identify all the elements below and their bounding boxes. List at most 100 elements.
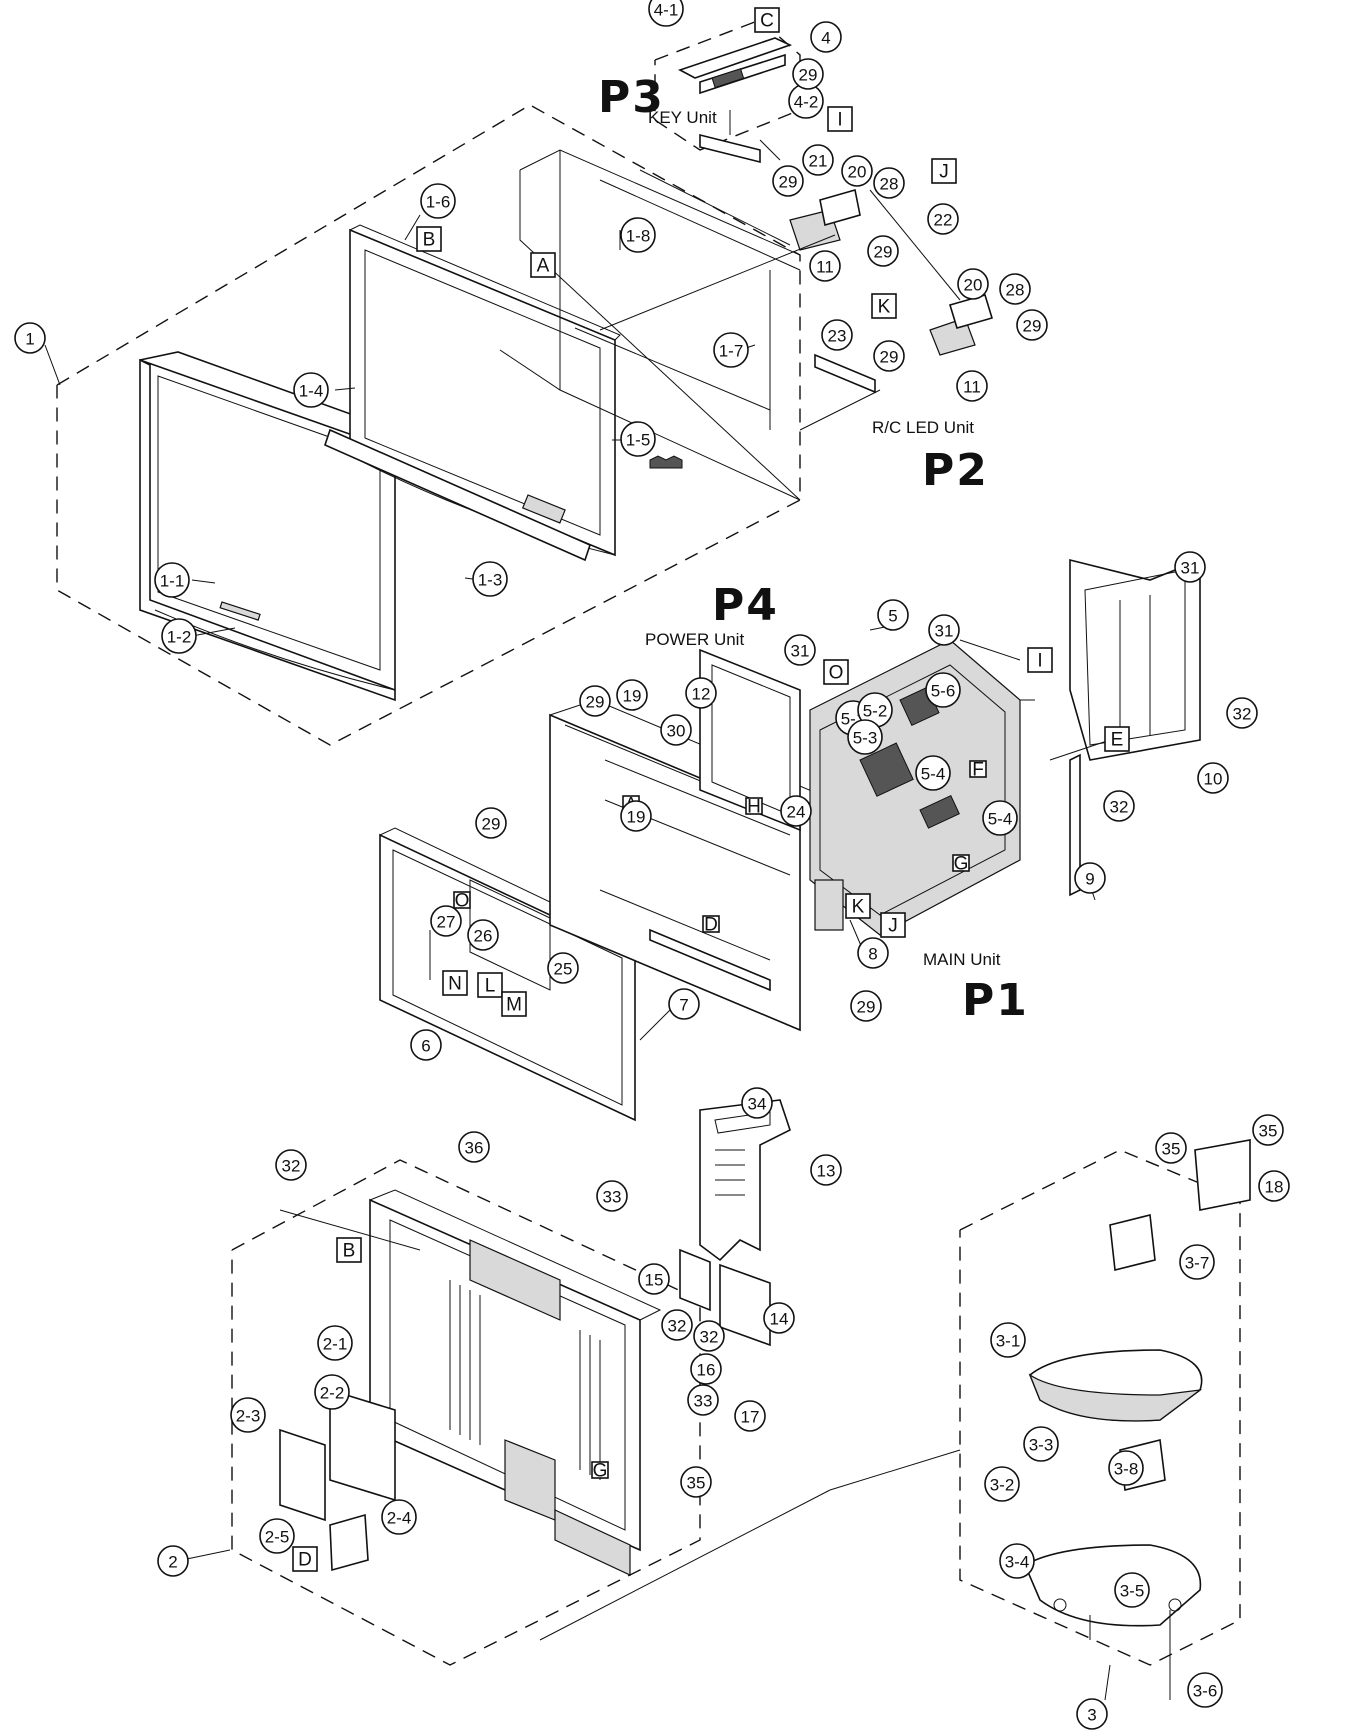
callout-text: 5-2 xyxy=(863,702,888,721)
group-2-rear-cabinet xyxy=(181,1099,961,1666)
callout-text: 27 xyxy=(437,913,456,932)
box-label-text: O xyxy=(455,891,470,912)
callout-5-6: 5-6 xyxy=(925,672,961,708)
callout-text: 1-4 xyxy=(299,382,324,401)
callout-10: 10 xyxy=(1197,762,1229,794)
callout-text: 3-2 xyxy=(990,1476,1015,1495)
callout-22: 22 xyxy=(927,203,959,235)
callout-text: 3-6 xyxy=(1193,1682,1218,1701)
callout-21: 21 xyxy=(802,144,834,176)
box-label-g2: G xyxy=(591,1461,609,1482)
callout-text: 32 xyxy=(700,1328,719,1347)
box-label-text: L xyxy=(485,976,496,997)
callout-text: 33 xyxy=(694,1392,713,1411)
group-3-stand xyxy=(959,1139,1251,1701)
callout-2-5: 2-5 xyxy=(259,1518,295,1554)
callout-1: 1 xyxy=(14,322,46,354)
callout-text: 5-4 xyxy=(988,810,1013,829)
callout-2-4: 2-4 xyxy=(381,1499,417,1535)
callout-28b: 28 xyxy=(999,273,1031,305)
box-label-o2: O xyxy=(453,891,471,912)
box-label-text: B xyxy=(423,230,436,251)
callout-text: 31 xyxy=(935,622,954,641)
callout-text: 1-5 xyxy=(626,431,651,450)
callout-text: 18 xyxy=(1265,1178,1284,1197)
callout-text: 14 xyxy=(770,1310,789,1329)
callout-6: 6 xyxy=(410,1029,442,1061)
box-label-text: I xyxy=(1037,651,1042,672)
callout-33a: 33 xyxy=(596,1180,628,1212)
callout-16: 16 xyxy=(690,1353,722,1385)
callout-text: 33 xyxy=(603,1188,622,1207)
callout-text: 4-2 xyxy=(794,93,819,112)
callout-text: 17 xyxy=(741,1408,760,1427)
box-label-text: I xyxy=(837,110,842,131)
callout-3-7: 3-7 xyxy=(1179,1244,1215,1280)
callout-32c: 32 xyxy=(275,1149,307,1181)
callout-35b: 35 xyxy=(1155,1132,1187,1164)
callout-text: 3-4 xyxy=(1005,1553,1030,1572)
callout-text: 31 xyxy=(791,642,810,661)
box-label-g1: G xyxy=(952,854,970,875)
callout-3-4: 3-4 xyxy=(999,1543,1035,1579)
label-p4: P4 xyxy=(712,580,779,631)
callout-27: 27 xyxy=(430,905,462,937)
callout-text: 26 xyxy=(474,927,493,946)
callout-3-8: 3-8 xyxy=(1108,1450,1144,1486)
callout-text: 15 xyxy=(645,1271,664,1290)
box-label-text: H xyxy=(747,797,761,818)
callout-text: 2-5 xyxy=(265,1528,290,1547)
callout-text: 4-1 xyxy=(654,1,679,20)
callout-9: 9 xyxy=(1074,862,1106,894)
label-p1: P1 xyxy=(962,975,1029,1026)
callout-30: 30 xyxy=(660,714,692,746)
box-label-k2: K xyxy=(845,893,871,919)
callout-text: 2-2 xyxy=(320,1384,345,1403)
callout-text: 4 xyxy=(821,29,830,48)
callout-20b: 20 xyxy=(957,268,989,300)
callout-5-2: 5-2 xyxy=(857,692,893,728)
callout-text: 16 xyxy=(697,1361,716,1380)
box-label-text: G xyxy=(593,1461,608,1482)
callout-text: 3-1 xyxy=(996,1332,1021,1351)
callout-text: 31 xyxy=(1181,559,1200,578)
callout-text: 3 xyxy=(1087,1706,1096,1725)
callout-text: 2 xyxy=(168,1553,177,1572)
callout-text: 29 xyxy=(880,348,899,367)
callout-3-5: 3-5 xyxy=(1114,1572,1150,1608)
callout-text: 7 xyxy=(679,996,688,1015)
unit-labels: KEY Unit R/C LED Unit POWER Unit MAIN Un… xyxy=(645,108,1001,969)
callout-35c: 35 xyxy=(1252,1114,1284,1146)
rc-led-unit-label: R/C LED Unit xyxy=(872,418,974,437)
callout-1-3: 1-3 xyxy=(472,561,508,597)
callout-2-3: 2-3 xyxy=(230,1397,266,1433)
callout-text: 1-2 xyxy=(167,628,192,647)
callout-text: 34 xyxy=(748,1095,767,1114)
box-label-f: F xyxy=(969,760,987,781)
callout-8: 8 xyxy=(857,937,889,969)
callout-text: 35 xyxy=(1162,1140,1181,1159)
callout-3-2: 3-2 xyxy=(984,1466,1020,1502)
callout-text: 35 xyxy=(687,1474,706,1493)
callout-text: 2-3 xyxy=(236,1407,261,1426)
callout-5: 5 xyxy=(877,599,909,631)
box-label-d2: D xyxy=(292,1546,318,1572)
label-p2: P2 xyxy=(922,445,989,496)
callout-1-8: 1-8 xyxy=(620,217,656,253)
callout-text: 25 xyxy=(554,960,573,979)
callout-3-1: 3-1 xyxy=(990,1322,1026,1358)
callout-text: 5 xyxy=(888,607,897,626)
callout-3-6: 3-6 xyxy=(1187,1672,1223,1708)
callout-11b: 11 xyxy=(956,370,988,402)
box-label-text: O xyxy=(829,663,844,684)
callout-text: 32 xyxy=(668,1317,687,1336)
callout-19b: 19 xyxy=(620,800,652,832)
group-1-front-cabinet xyxy=(44,104,801,746)
callout-5-4b: 5-4 xyxy=(982,800,1018,836)
callout-24: 24 xyxy=(780,795,812,827)
callout-31a: 31 xyxy=(784,634,816,666)
callout-4-1: 4-1 xyxy=(648,0,684,27)
callout-text: 28 xyxy=(880,175,899,194)
callout-text: 2-4 xyxy=(387,1509,412,1528)
box-labels: AABBCDDEFGGHIIJJKKLMNOO xyxy=(292,7,1130,1572)
